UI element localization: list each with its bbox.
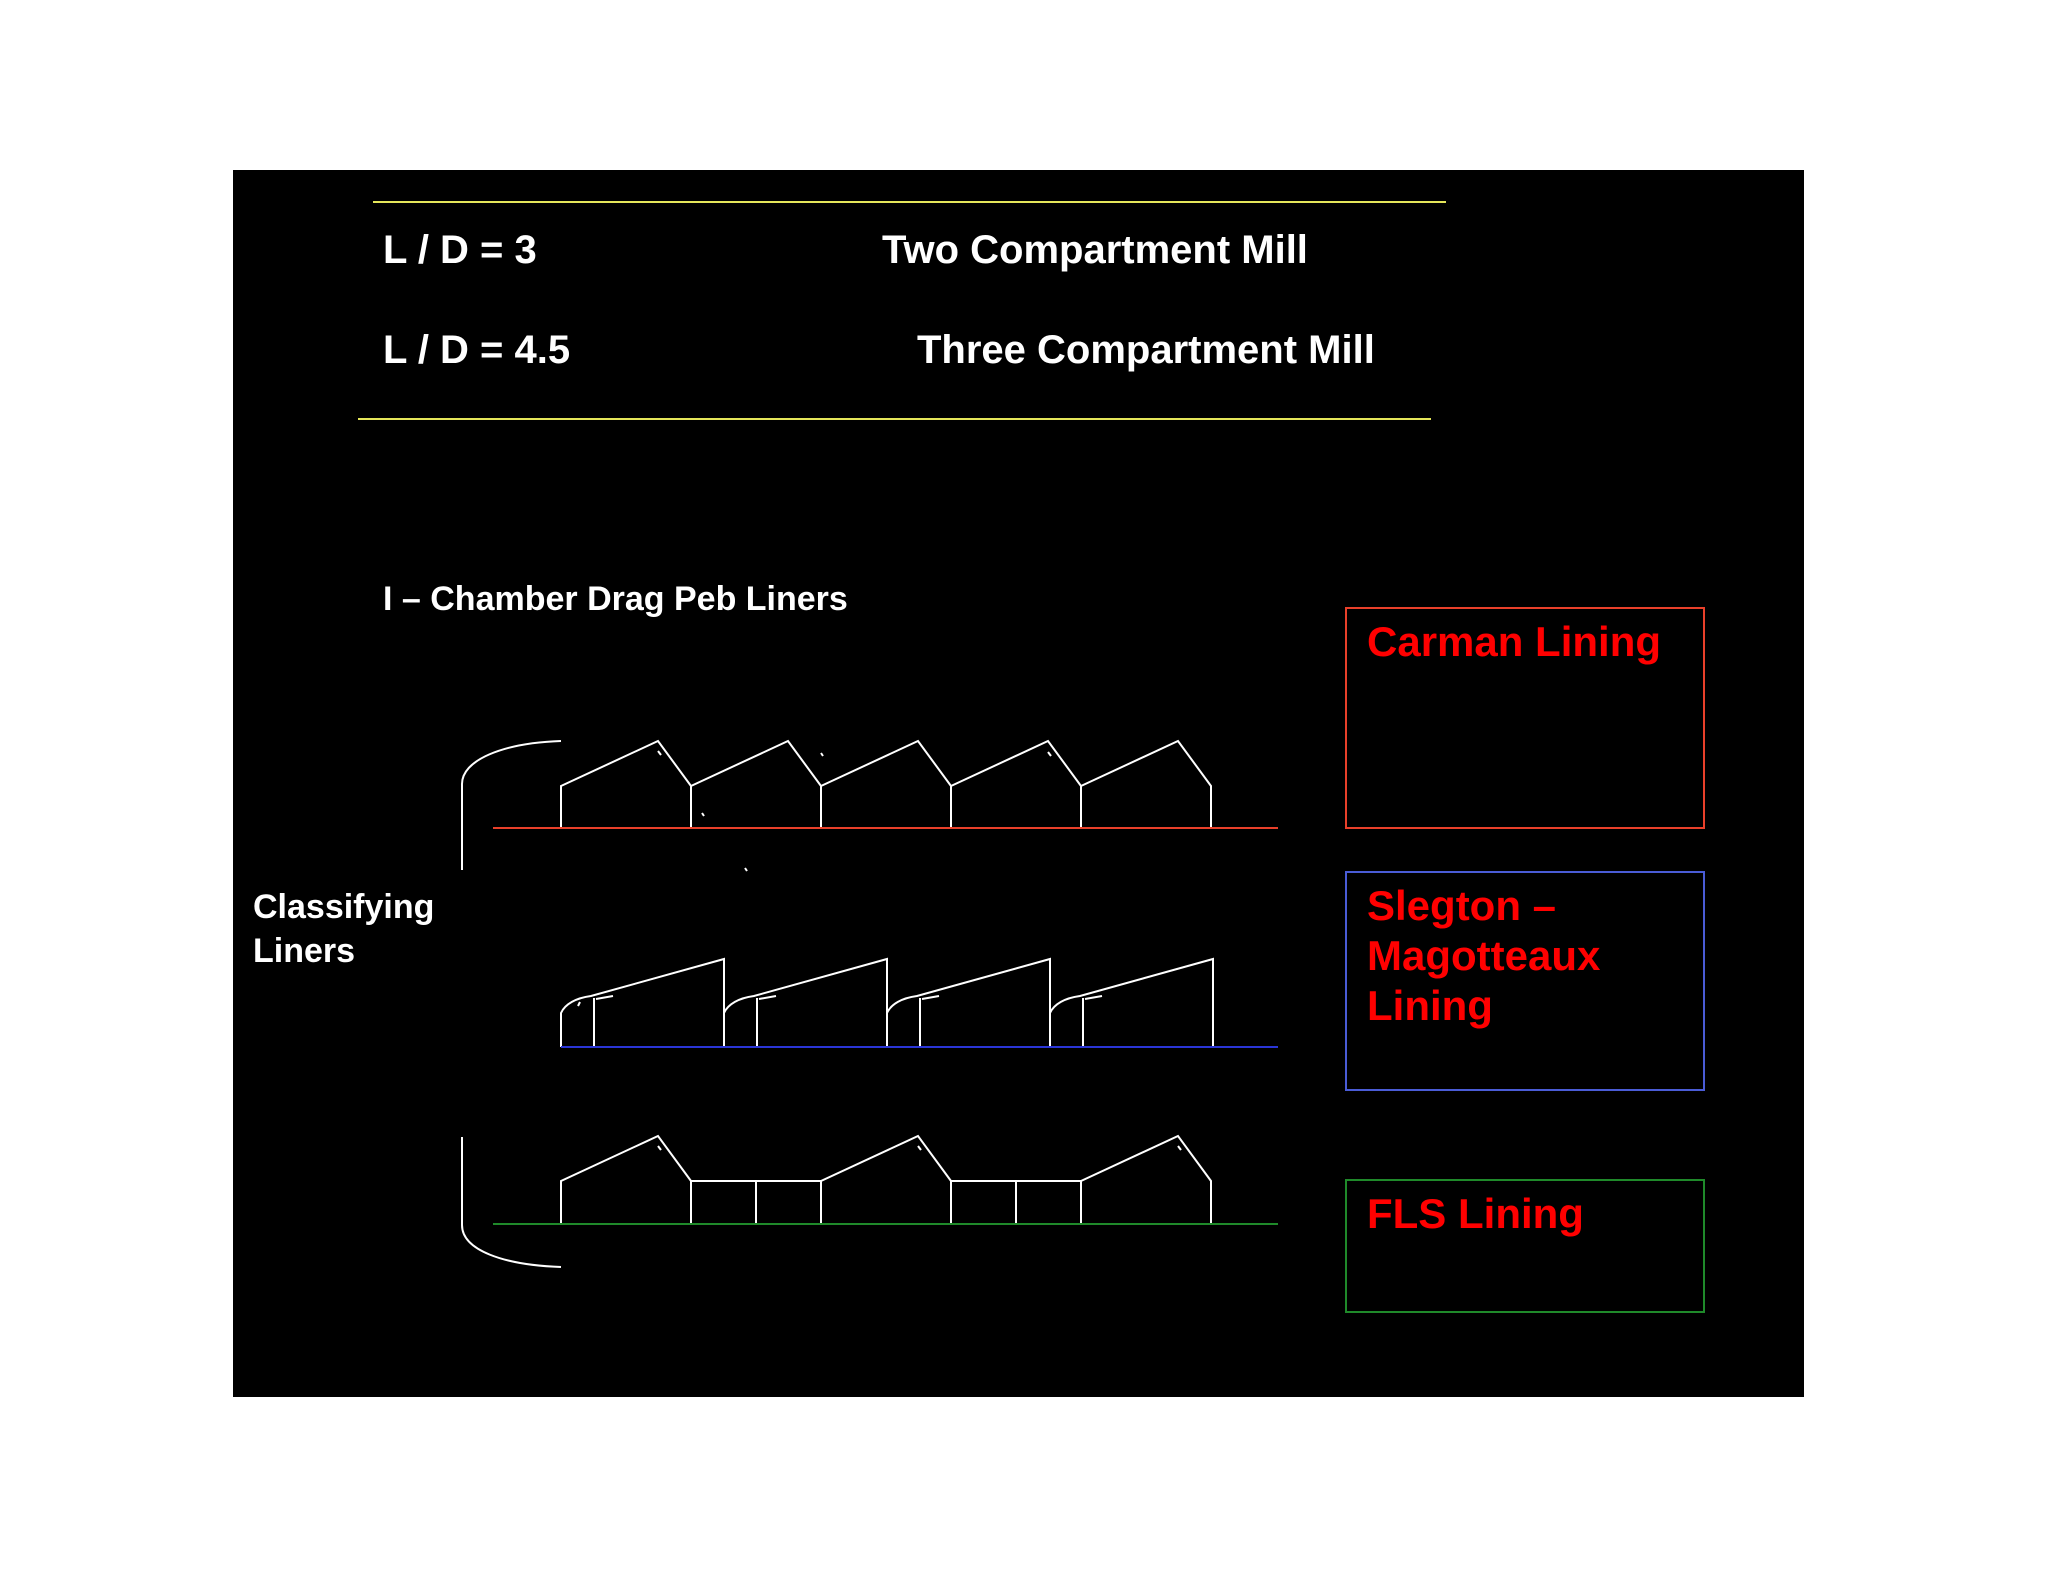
fls-lining-box: FLS Lining bbox=[1345, 1179, 1705, 1313]
ratio-label-three-compartment: L / D = 4.5 bbox=[383, 328, 571, 372]
carman-lining-label: Carman Lining bbox=[1367, 618, 1662, 665]
bracket-bottom bbox=[461, 1137, 562, 1268]
ratio-label-two-compartment: L / D = 3 bbox=[383, 228, 537, 272]
carman-lining-box: Carman Lining bbox=[1345, 607, 1705, 829]
liner-profiles-diagram bbox=[358, 201, 1446, 1268]
fls-liner-profile bbox=[560, 1134, 1212, 1224]
slegton-magotteaux-lining-box: Slegton – Magotteaux Lining bbox=[1345, 871, 1705, 1091]
slide-canvas: L / D = 3 Two Compartment Mill L / D = 4… bbox=[233, 170, 1804, 1397]
section-title: I – Chamber Drag Peb Liners bbox=[383, 580, 848, 618]
mill-type-two-compartment: Two Compartment Mill bbox=[882, 228, 1308, 272]
mill-type-three-compartment: Three Compartment Mill bbox=[917, 328, 1375, 372]
fls-lining-label: FLS Lining bbox=[1367, 1190, 1584, 1237]
slegton-liner-profile bbox=[560, 957, 1214, 1047]
slegton-magotteaux-lining-label: Slegton – Magotteaux Lining bbox=[1367, 882, 1601, 1029]
classifying-liners-label: Classifying Liners bbox=[253, 888, 435, 970]
bracket-top bbox=[460, 740, 562, 870]
carman-liner-profile bbox=[560, 739, 1212, 872]
